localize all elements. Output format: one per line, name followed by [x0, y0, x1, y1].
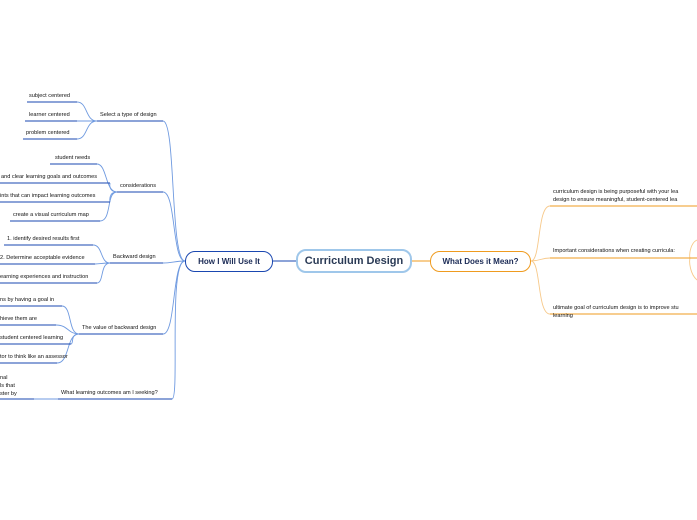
topic-problem-centered[interactable]: problem centered — [26, 130, 70, 136]
topic-learning-goals[interactable]: and clear learning goals and outcomes — [1, 174, 98, 180]
connector-cons-1 — [96, 163, 118, 193]
main-topic-what-does-it-mean[interactable]: What Does it Mean? — [430, 251, 531, 272]
topic-purposeful-line-1[interactable]: curriculum design is being purposeful wi… — [553, 189, 679, 195]
main-topic-label: What Does it Mean? — [442, 257, 519, 266]
connector-back-3 — [96, 262, 111, 284]
connector-hub-backward — [162, 260, 186, 264]
connector-value-2 — [55, 324, 80, 335]
topic-learner-centered[interactable]: learner centered — [29, 112, 70, 118]
connector-select-3 — [76, 120, 98, 140]
connector-select-1 — [76, 101, 98, 122]
connector-hub-select — [162, 120, 186, 262]
connector-hub-outcomes — [171, 260, 186, 400]
connector-value-4 — [56, 333, 80, 364]
connector-right-3 — [530, 260, 551, 315]
topic-ultimate-goal-line-2[interactable]: learning — [553, 313, 573, 319]
branch-backward-design[interactable]: Backward design — [113, 254, 156, 260]
connector-right-sub — [689, 239, 697, 281]
topic-outcomes-line-2[interactable]: ls that — [0, 383, 15, 389]
branch-learning-outcomes[interactable]: What learning outcomes am I seeking? — [61, 390, 158, 396]
branch-select-type[interactable]: Select a type of design — [100, 112, 157, 118]
topic-outcomes-line-1[interactable]: nal — [0, 375, 8, 381]
topic-subject-centered[interactable]: subject centered — [29, 93, 71, 99]
topic-outcomes-line-3[interactable]: ster by — [0, 391, 17, 397]
connector-value-1 — [61, 305, 80, 335]
topic-constraints[interactable]: ints that can impact learning outcomes — [0, 193, 96, 199]
topic-visual-map[interactable]: create a visual curriculum map — [13, 212, 89, 218]
main-topic-how-i-will-use-it[interactable]: How I Will Use It — [185, 251, 273, 272]
branch-value-backward-design[interactable]: The value of backward design — [82, 325, 157, 331]
topic-value-4[interactable]: tor to think like an assessor — [0, 354, 68, 360]
topic-purposeful-line-2[interactable]: design to ensure meaningful, student-cen… — [553, 197, 678, 203]
connector-right-1 — [530, 205, 551, 262]
topic-value-3[interactable]: student centered learning — [0, 335, 64, 341]
topic-learning-experiences[interactable]: earning experiences and instruction — [0, 274, 89, 280]
central-topic-label: Curriculum Design — [304, 255, 404, 267]
connector-hub-considerations — [162, 191, 186, 262]
topic-ultimate-goal-line-1[interactable]: ultimate goal of curriculum design is to… — [553, 305, 679, 311]
topic-important-considerations[interactable]: Important considerations when creating c… — [553, 248, 675, 254]
central-topic[interactable]: Curriculum Design — [296, 249, 412, 273]
topic-student-needs[interactable]: student needs — [55, 155, 91, 161]
topic-value-2[interactable]: hieve them are — [0, 316, 38, 322]
branch-considerations[interactable]: considerations — [120, 183, 157, 189]
connector-right-2 — [530, 257, 551, 262]
topic-identify-results[interactable]: 1. identify desired results first — [7, 236, 80, 242]
topic-determine-evidence[interactable]: 2. Determine acceptable evidence — [0, 255, 85, 261]
main-topic-label: How I Will Use It — [198, 257, 260, 266]
connector-hub-value — [162, 260, 186, 335]
connector-cons-4 — [99, 191, 118, 222]
connector-back-1 — [92, 244, 111, 264]
topic-value-1[interactable]: ns by having a goal in — [0, 297, 55, 303]
